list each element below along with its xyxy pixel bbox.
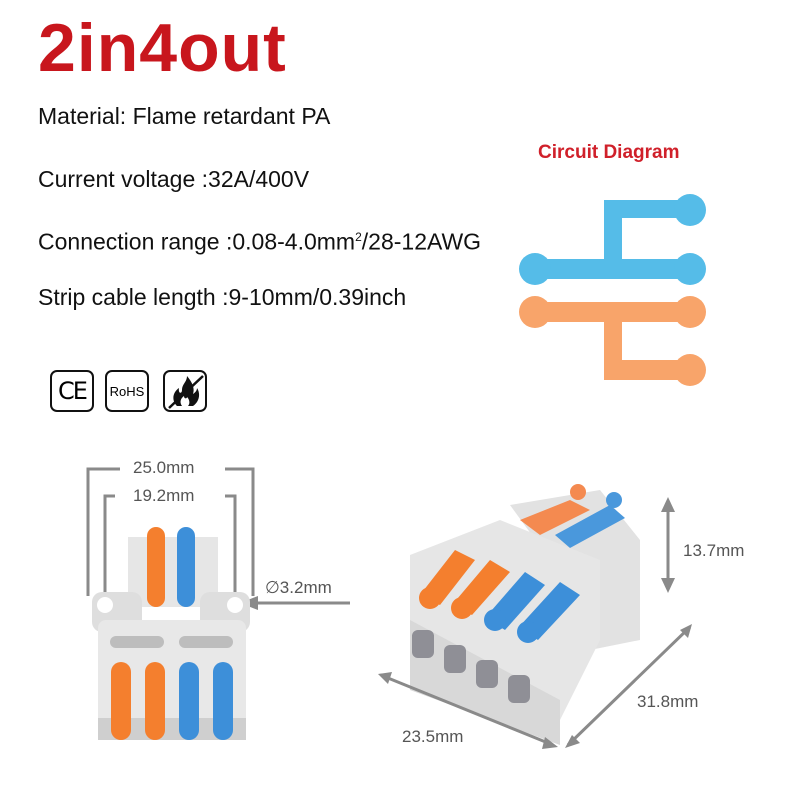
orange-circuit xyxy=(519,296,706,386)
spec-connection-range: Connection range :0.08-4.0mm2/28-12AWG xyxy=(38,228,482,255)
dim-depth: 31.8mm xyxy=(637,692,699,711)
rohs-icon: RoHS xyxy=(105,370,149,412)
dim-outer-width: 25.0mm xyxy=(133,458,195,477)
no-fire-icon xyxy=(163,370,207,412)
dim-width: 23.5mm xyxy=(402,727,464,746)
dim-height: 13.7mm xyxy=(683,541,745,560)
spec-material: Material: Flame retardant PA xyxy=(38,103,331,129)
spec-strip-length: Strip cable length :9-10mm/0.39inch xyxy=(38,284,407,310)
product-title: 2in4out xyxy=(38,10,287,86)
blue-circuit xyxy=(519,194,706,285)
ce-mark-icon: CE xyxy=(50,370,94,412)
dim-hole-spacing: 19.2mm xyxy=(133,486,195,505)
dim-hole-diameter: ∅3.2mm xyxy=(265,578,332,597)
spec-current-voltage: Current voltage :32A/400V xyxy=(38,166,310,192)
circuit-diagram-title: Circuit Diagram xyxy=(538,142,680,163)
